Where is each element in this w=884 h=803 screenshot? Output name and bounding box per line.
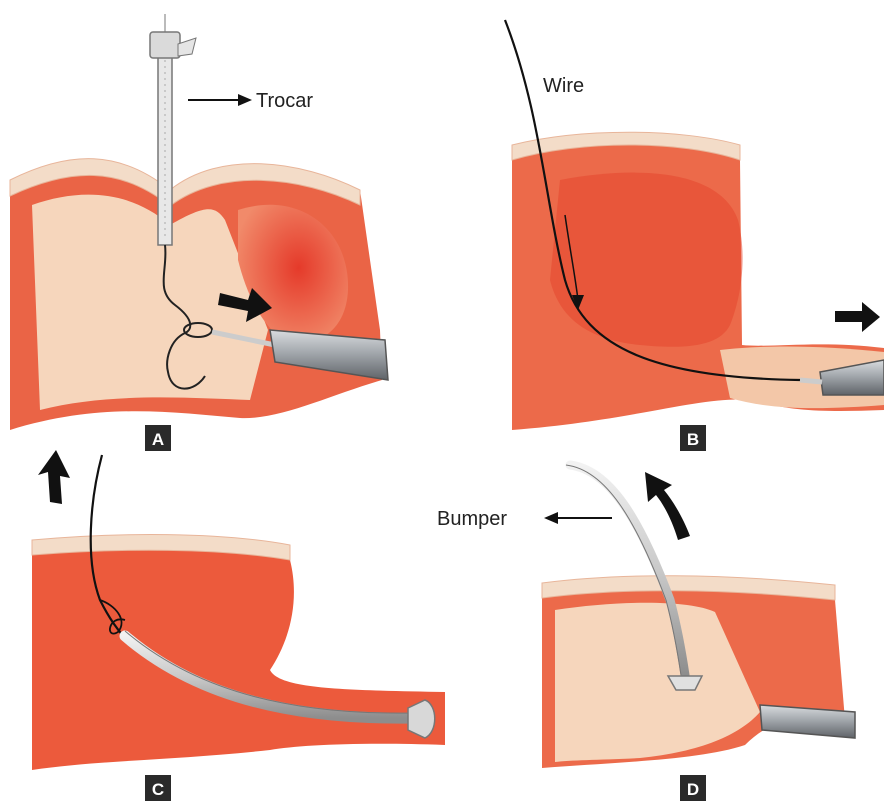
panel-a: Trocar A: [10, 14, 388, 451]
badge-a-label: A: [152, 430, 164, 449]
badge-b-label: B: [687, 430, 699, 449]
direction-arrow-icon: [38, 450, 70, 504]
bumper-icon: [408, 700, 435, 738]
badge-d-label: D: [687, 780, 699, 799]
panel-c: C: [32, 450, 445, 801]
badge-c-label: C: [152, 780, 164, 799]
panel-d: Bumper D: [437, 465, 855, 801]
direction-arrow-icon: [835, 302, 880, 332]
callout-trocar: Trocar: [256, 90, 313, 112]
callout-wire: Wire: [543, 75, 584, 97]
direction-arrow-icon: [645, 472, 690, 540]
stomach-glow-b: [550, 173, 743, 347]
callout-bumper: Bumper: [437, 508, 507, 530]
panel-b: Wire B: [505, 20, 884, 451]
